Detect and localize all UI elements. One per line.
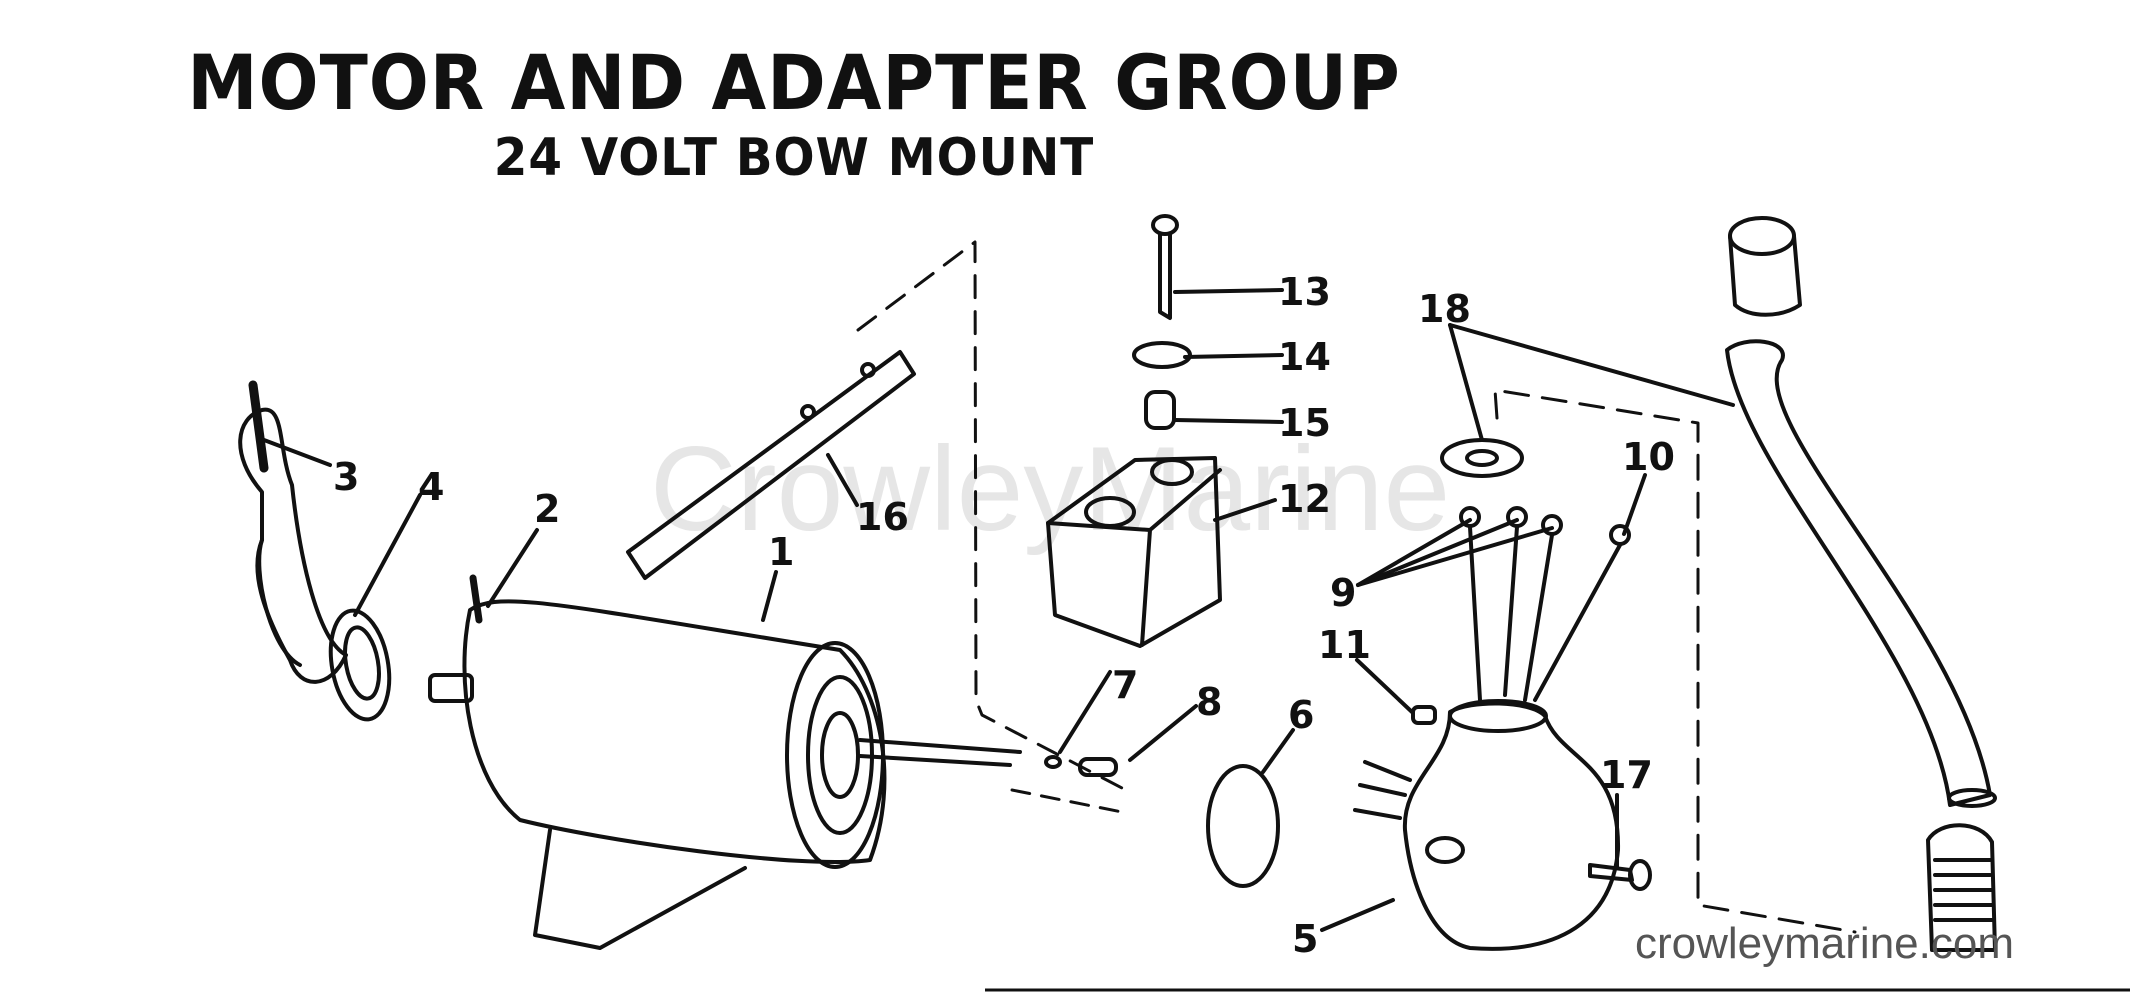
callout-10: 10 bbox=[1622, 435, 1675, 479]
site-watermark: crowleymarine.com bbox=[1635, 919, 2014, 968]
ball-part bbox=[1044, 755, 1062, 769]
diagram-title: MOTOR AND ADAPTER GROUP bbox=[187, 38, 1401, 127]
callout-16: 16 bbox=[856, 495, 909, 539]
contact-pin-part bbox=[1078, 757, 1118, 777]
wire-leads-part bbox=[1459, 506, 1631, 702]
washer-part bbox=[1132, 341, 1192, 369]
callout-18: 18 bbox=[1418, 287, 1471, 331]
bushing-part bbox=[1144, 390, 1176, 430]
adapter-block-part bbox=[1046, 456, 1222, 648]
callout-leaders bbox=[262, 288, 1735, 932]
diagram-subtitle: 24 VOLT BOW MOUNT bbox=[493, 128, 1095, 188]
callout-3: 3 bbox=[333, 455, 359, 499]
callout-17: 17 bbox=[1600, 753, 1653, 797]
callout-11: 11 bbox=[1318, 623, 1371, 667]
callout-6: 6 bbox=[1288, 693, 1314, 737]
callout-8: 8 bbox=[1196, 680, 1222, 724]
callout-13: 13 bbox=[1278, 270, 1331, 314]
callout-12: 12 bbox=[1278, 477, 1331, 521]
callout-9: 9 bbox=[1330, 571, 1356, 615]
screw-part bbox=[1151, 214, 1179, 320]
shaft-tube-part bbox=[1725, 216, 1997, 952]
callout-1: 1 bbox=[768, 530, 794, 574]
mounting-plate-part bbox=[626, 350, 916, 580]
grommet-part bbox=[1411, 705, 1437, 725]
lower-housing-part bbox=[1353, 699, 1621, 951]
motor-leads-part bbox=[858, 738, 1022, 767]
bolt-part bbox=[1588, 859, 1652, 891]
callout-5: 5 bbox=[1292, 917, 1318, 961]
callout-4: 4 bbox=[418, 465, 444, 509]
callout-labels: 1 2 3 4 5 6 7 8 9 10 11 12 13 14 15 16 1… bbox=[333, 270, 1675, 961]
callout-2: 2 bbox=[534, 487, 560, 531]
callout-15: 15 bbox=[1278, 401, 1331, 445]
callout-7: 7 bbox=[1112, 663, 1138, 707]
propeller-part bbox=[238, 407, 392, 722]
seal-washer-part bbox=[1440, 438, 1524, 478]
drive-pin-part bbox=[469, 574, 483, 624]
o-ring-part bbox=[1206, 764, 1280, 888]
prop-pin-part bbox=[248, 380, 269, 473]
motor-housing-part bbox=[428, 599, 887, 950]
callout-14: 14 bbox=[1278, 335, 1331, 379]
